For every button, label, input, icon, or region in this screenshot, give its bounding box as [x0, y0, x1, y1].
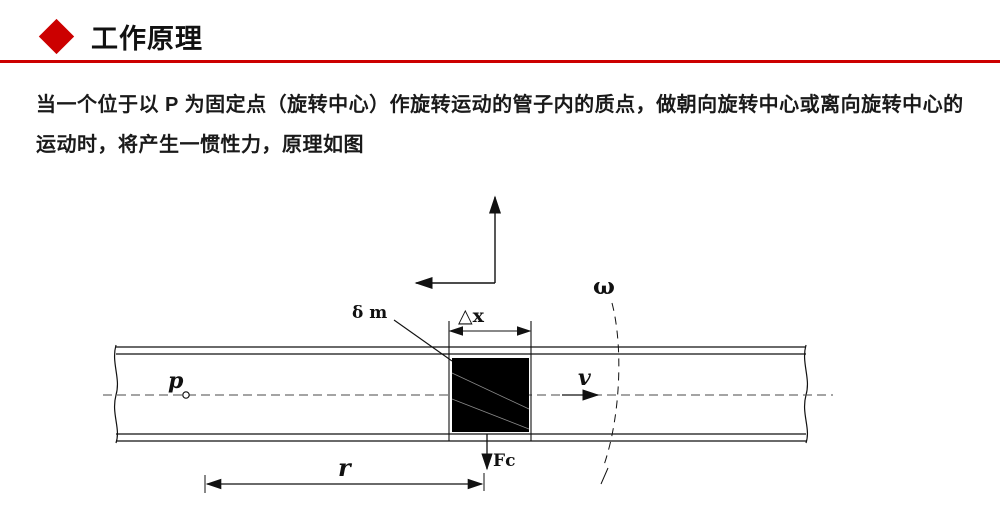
- mass-hatch-1: [451, 372, 530, 410]
- principle-figure: p δ m △x v ω Fc r: [103, 195, 833, 493]
- mass-square: [452, 358, 529, 432]
- velocity-label: v: [578, 365, 591, 391]
- principle-diagram: p δ m △x v ω Fc r: [0, 177, 1000, 529]
- r-label: r: [338, 453, 353, 482]
- pivot-point-icon: [182, 391, 190, 399]
- pipe-break-right: [803, 344, 809, 444]
- pipe: [113, 344, 809, 444]
- mass-hatch-2: [451, 398, 530, 430]
- pipe-break-left: [113, 344, 119, 444]
- fc-label: Fc: [493, 451, 515, 471]
- page-title: 工作原理: [91, 23, 203, 54]
- mass-leader-line: [393, 319, 453, 362]
- header-divider: [0, 60, 1000, 63]
- mass-label: δ m: [352, 303, 387, 323]
- omega-rotation-line: [603, 302, 620, 466]
- page-header: 工作原理: [0, 0, 1000, 60]
- intro-paragraph: 当一个位于以 P 为固定点（旋转中心）作旋转运动的管子内的质点，做朝向旋转中心或…: [36, 94, 964, 156]
- omega-tick: [600, 467, 609, 485]
- coordinate-axes: [414, 195, 502, 290]
- dx-label: △x: [458, 305, 485, 327]
- pivot-label: p: [168, 368, 184, 394]
- omega-label: ω: [593, 273, 615, 300]
- diamond-icon: [38, 18, 75, 54]
- mass-block: [448, 321, 532, 441]
